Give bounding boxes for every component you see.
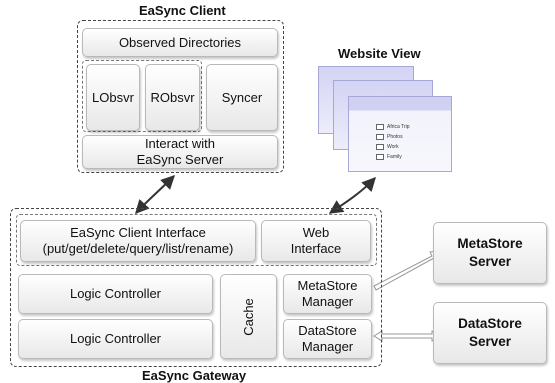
gateway-container	[10, 208, 382, 367]
browser-window-front	[348, 96, 452, 172]
client-title: EaSync Client	[139, 3, 226, 18]
website-item: Work	[387, 144, 399, 150]
datastore-manager-box: DataStore Manager	[283, 319, 372, 359]
datastore-link-arrow	[373, 330, 441, 342]
client-container	[77, 20, 284, 173]
cache-label: Cache	[240, 297, 256, 336]
lobsvr-box: LObsvr	[86, 64, 140, 131]
checkbox-icon	[376, 134, 384, 140]
checkbox-icon	[376, 154, 384, 160]
metastore-server-box: MetaStore Server	[433, 222, 547, 284]
client-interface-box: EaSync Client Interface (put/get/delete/…	[20, 220, 256, 262]
web-interface-box: Web Interface	[261, 220, 371, 262]
observed-directories-box: Observed Directories	[82, 28, 278, 57]
gateway-title: EaSync Gateway	[142, 368, 247, 383]
client-gateway-arrow	[135, 175, 175, 215]
metastore-manager-box: MetaStore Manager	[283, 274, 372, 314]
syncer-box: Syncer	[206, 64, 278, 131]
datastore-server-box: DataStore Server	[433, 302, 547, 364]
website-item: Family	[387, 154, 402, 160]
robsvr-box: RObsvr	[145, 64, 200, 131]
website-item: Photos	[387, 134, 403, 140]
checkbox-icon	[376, 124, 384, 130]
interact-server-box: Interact with EaSync Server	[82, 135, 278, 169]
logic-controller-box-2: Logic Controller	[18, 319, 213, 359]
logic-controller-box-1: Logic Controller	[18, 274, 213, 314]
website-item: Africa Trip	[387, 124, 410, 130]
website-webinterface-arrow	[328, 176, 376, 214]
checkbox-icon	[376, 144, 384, 150]
interface-group	[16, 214, 377, 266]
cache-box: Cache	[220, 274, 277, 359]
website-view-title: Website View	[338, 46, 421, 61]
observer-group	[82, 60, 202, 132]
